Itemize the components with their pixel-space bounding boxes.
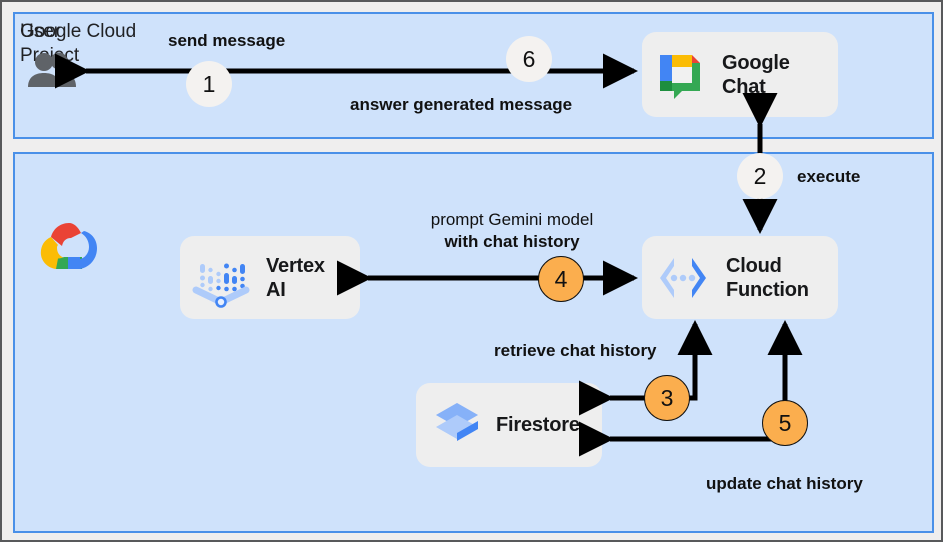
- node-cloud-function-label: Cloud Function: [726, 254, 809, 301]
- panel-user-title: User: [20, 21, 61, 42]
- step-badge-1[interactable]: 1: [186, 61, 232, 107]
- node-vertex-ai-label: Vertex AI: [266, 254, 325, 301]
- label-execute: execute: [797, 167, 861, 186]
- node-google-chat-label: Google Chat: [722, 51, 790, 98]
- step-badge-6[interactable]: 6: [506, 36, 552, 82]
- label-send-message: send message: [168, 31, 286, 50]
- google-cloud-logo-icon: [38, 220, 100, 277]
- node-firestore[interactable]: Firestore: [416, 383, 602, 467]
- cloud-function-icon: [652, 249, 714, 307]
- label-prompt-gemini-line1: prompt Gemini model: [430, 210, 594, 229]
- label-answer-generated-message: answer generated message: [350, 95, 573, 114]
- node-cloud-function[interactable]: Cloud Function: [642, 236, 838, 319]
- step-badge-5[interactable]: 5: [762, 400, 808, 446]
- vertex-ai-icon: [190, 248, 252, 308]
- step-badge-4[interactable]: 4: [538, 256, 584, 302]
- people-icon: [24, 52, 80, 97]
- step-badge-3[interactable]: 3: [644, 375, 690, 421]
- label-prompt-gemini: prompt Gemini model with chat history: [412, 187, 612, 275]
- node-firestore-label: Firestore: [496, 414, 580, 436]
- google-chat-icon: [652, 47, 708, 103]
- node-google-chat[interactable]: Google Chat: [642, 32, 838, 117]
- label-update-chat-history: update chat history: [706, 474, 863, 493]
- label-retrieve-chat-history: retrieve chat history: [494, 341, 657, 360]
- label-prompt-gemini-line2: with chat history: [444, 232, 580, 251]
- firestore-icon: [430, 397, 484, 453]
- step-badge-2[interactable]: 2: [737, 153, 783, 199]
- node-vertex-ai[interactable]: Vertex AI: [180, 236, 360, 319]
